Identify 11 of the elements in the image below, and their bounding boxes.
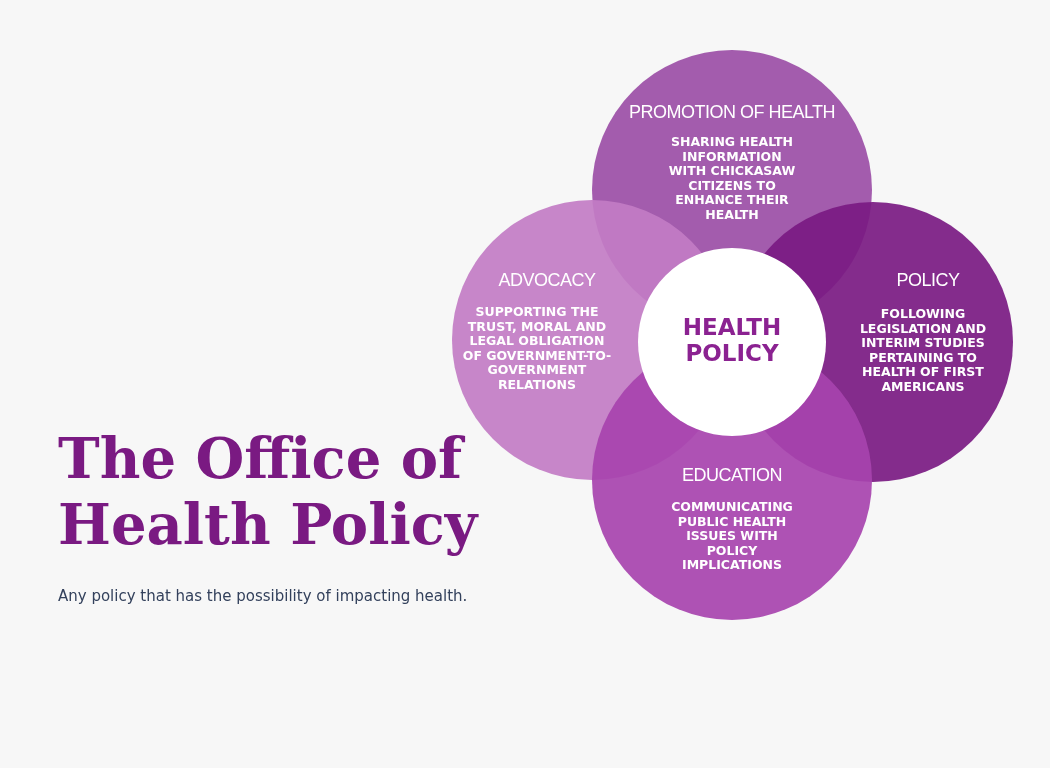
circle-heading: ADVOCACY bbox=[497, 270, 597, 291]
description-text: SHARING HEALTH INFORMATION WITH CHICKASAW CITIZENS TO ENHANCE THEIR HEALTH bbox=[667, 135, 797, 222]
circle-heading: EDUCATION bbox=[680, 465, 784, 486]
description-text: FOLLOWING LEGISLATION AND INTERIM STUDIES PERTAINING TO HEALTH OF FIRST AMERICANS bbox=[858, 307, 988, 394]
description-text: SUPPORTING THE TRUST, MORAL AND LEGAL OBLIGATION OF GOVERNMENT-TO-GOVERNMENT RELATIONS bbox=[462, 305, 612, 392]
subtitle-text: Any policy that has the possibility of impacting health. bbox=[58, 587, 468, 605]
page-title: The Office of Health Policy bbox=[58, 425, 480, 557]
circle-heading: PROMOTION OF HEALTH bbox=[627, 102, 837, 123]
description-text: COMMUNICATING PUBLIC HEALTH ISSUES WITH POLICY IMPLICATIONS bbox=[670, 500, 794, 573]
circle-heading: POLICY bbox=[895, 270, 961, 291]
center-heading: HEALTH POLICY bbox=[681, 314, 783, 366]
